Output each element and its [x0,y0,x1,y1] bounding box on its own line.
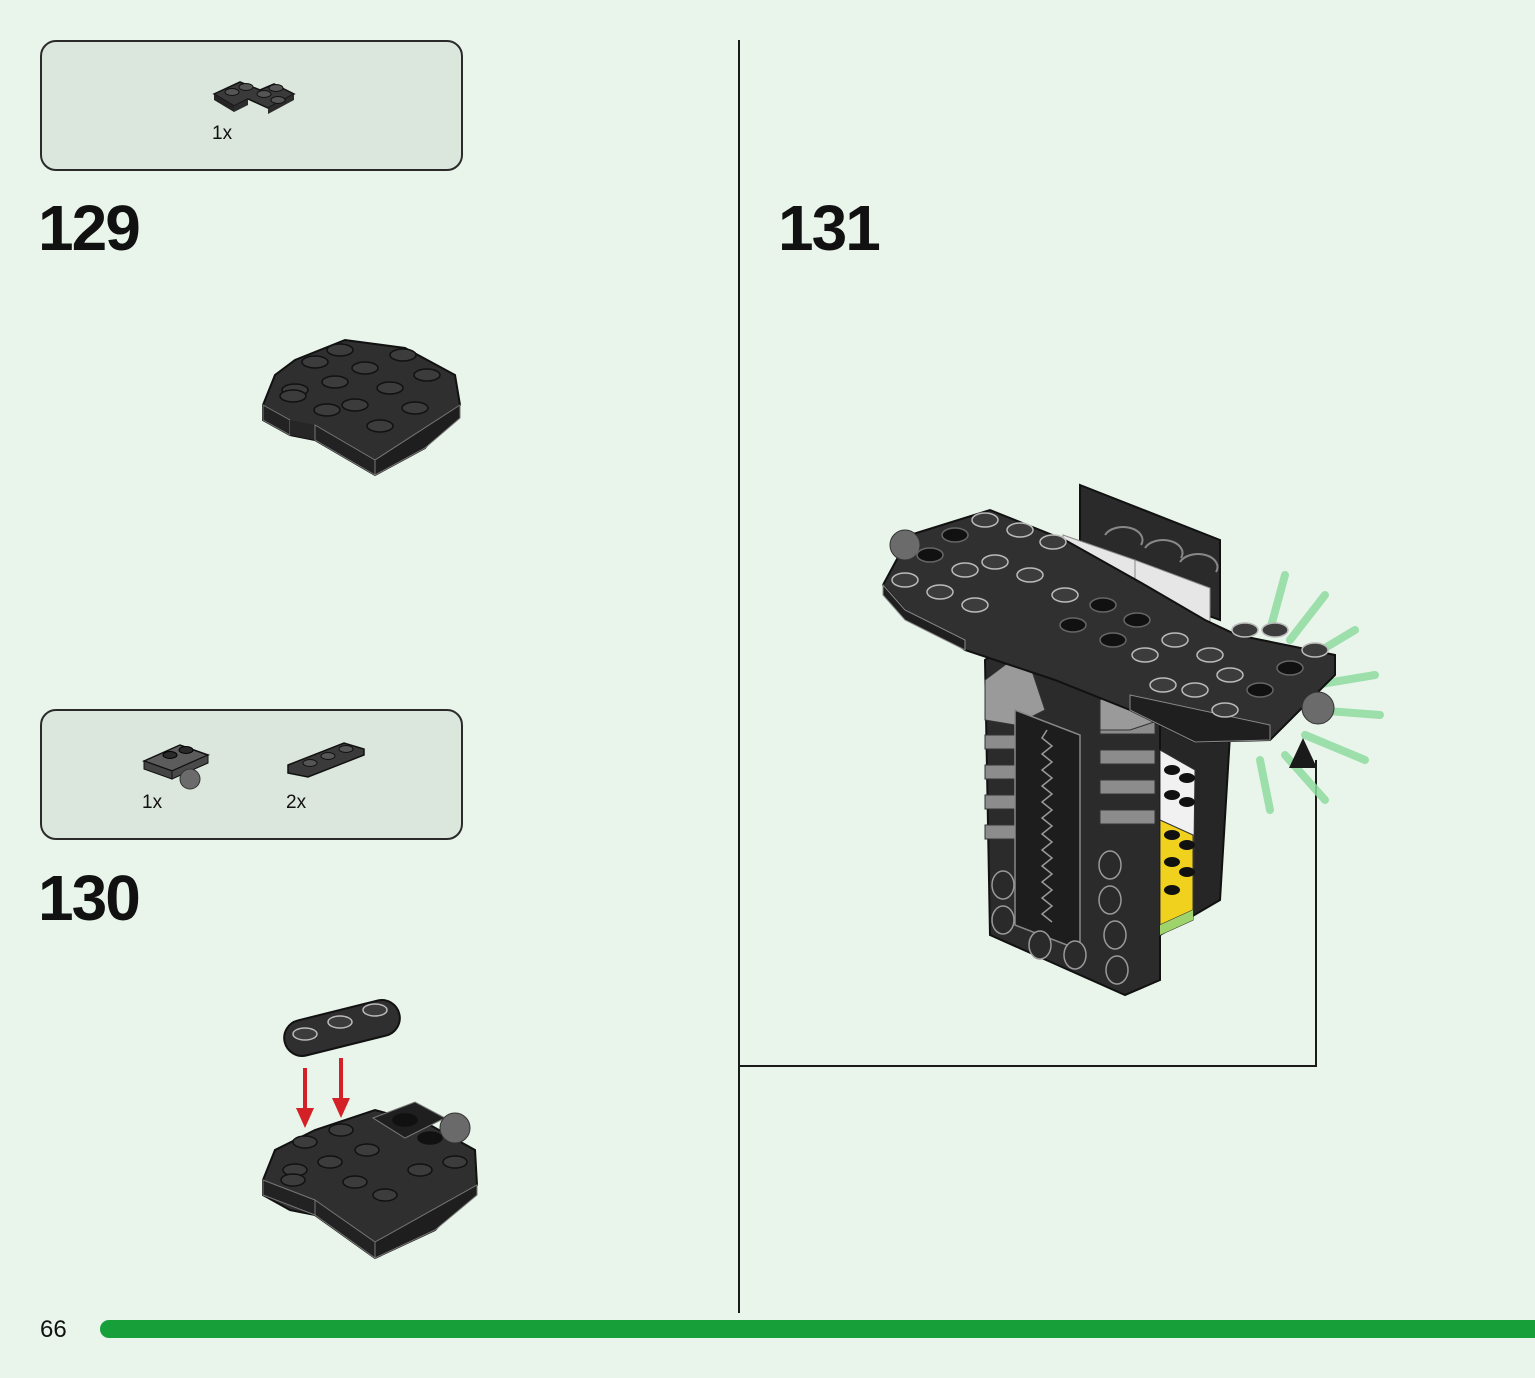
progress-bar [100,1320,1535,1338]
part-quantity: 1x [212,123,233,144]
step-number-129: 129 [38,192,141,264]
l-plate-icon [212,81,296,114]
part-quantity: 1x [142,792,163,813]
callout-arrow [1289,738,1317,768]
step-number-130: 130 [38,862,141,934]
parts-callout-130: 1x 2x [40,709,463,840]
red-arrows [296,1058,350,1128]
ball-plate-icon [141,744,211,790]
parts-callout-129: 1x [40,40,463,171]
floating-plate [283,999,401,1057]
part-quantity: 2x [286,792,307,813]
callout-line [1315,760,1317,1067]
column-divider [738,40,740,1313]
page-number: 66 [40,1316,67,1343]
callout-line [740,1065,1317,1067]
plate-1x3-icon [287,742,365,778]
step-129-model-illustration [262,338,462,477]
step-number-131: 131 [778,192,881,264]
step-131-model-illustration [881,483,1384,997]
step-130-model-illustration [262,999,479,1260]
